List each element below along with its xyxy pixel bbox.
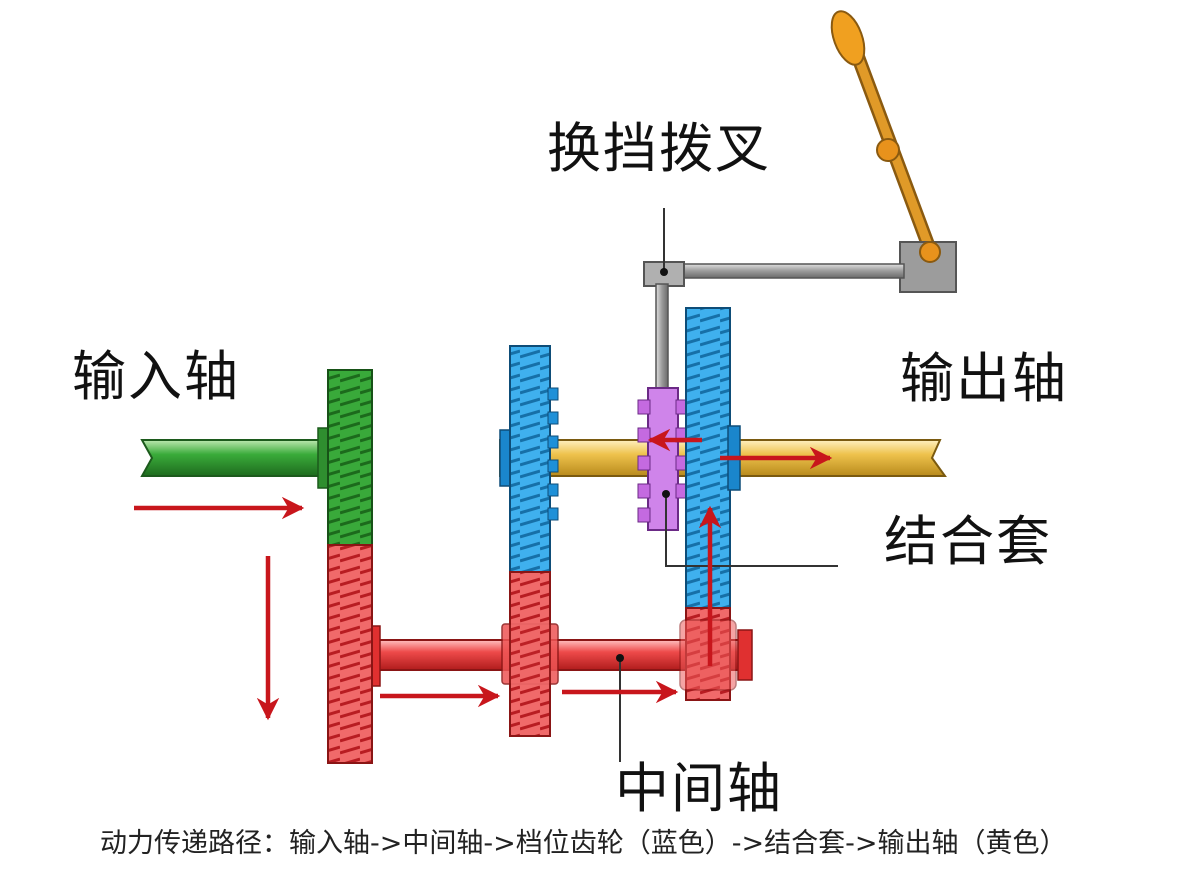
leader-lines: [616, 208, 838, 762]
lever-knob-icon: [830, 10, 866, 66]
label-shift-fork: 换挡拨叉: [547, 117, 771, 180]
caption-power-path: 动力传递路径：输入轴->中间轴->档位齿轮（蓝色）->结合套->输出轴（黄色）: [100, 828, 1067, 859]
shift-lever: [830, 10, 957, 293]
lever-pivot-icon: [876, 138, 900, 162]
counter-drive-gear: [327, 544, 373, 764]
input-gear: [327, 369, 373, 546]
sleeve: [637, 387, 687, 531]
label-sleeve: 结合套: [884, 510, 1052, 573]
shift-rod: [643, 261, 905, 405]
label-output-shaft: 输出轴: [900, 347, 1068, 410]
input-shaft: [140, 427, 333, 489]
shift-fork-stem: [655, 283, 669, 405]
label-countershaft: 中间轴: [615, 757, 783, 820]
counter-gear-2: [501, 571, 559, 737]
label-input-shaft: 输入轴: [72, 345, 240, 408]
power-flow-arrows: [134, 428, 833, 721]
gear-blue-1: [499, 345, 559, 573]
